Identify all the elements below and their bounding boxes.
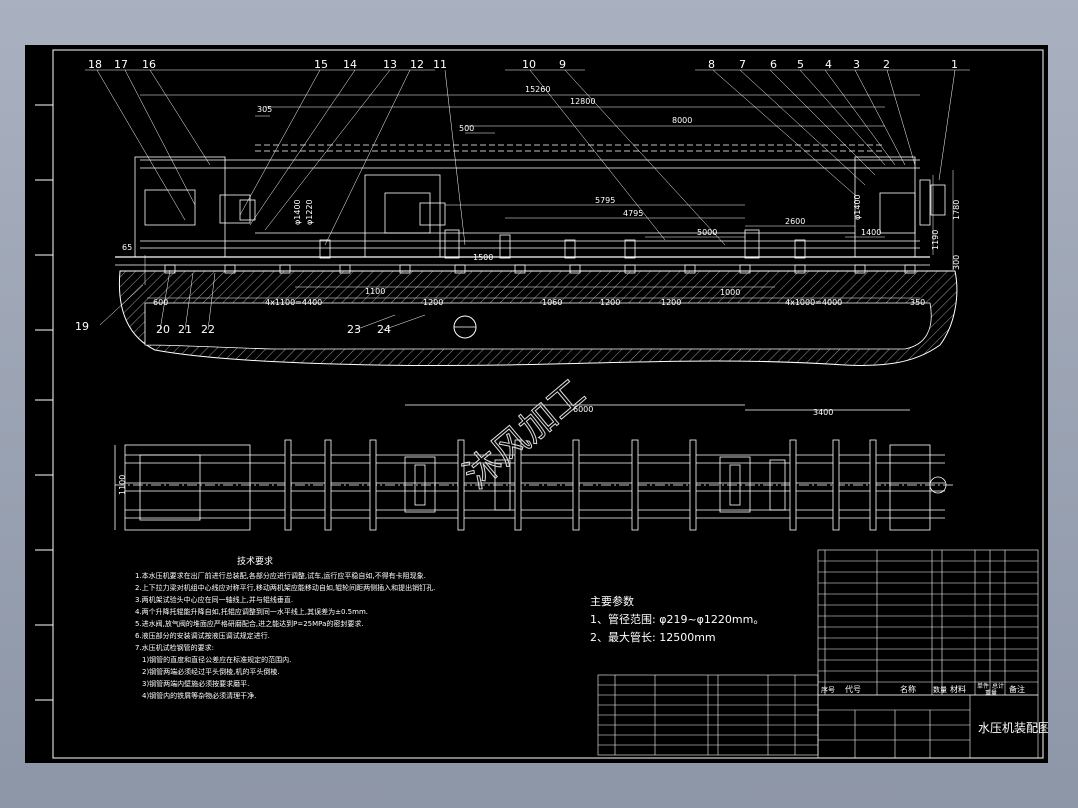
dim-5000: 5000 xyxy=(697,228,717,237)
dim-8000: 8000 xyxy=(672,116,692,125)
dim-1500: 1500 xyxy=(473,253,493,262)
sheet-border xyxy=(35,49,1044,759)
assembly-drawing: 15260 12800 8000 305 500 5795 4795 2600 … xyxy=(35,49,1050,759)
bom-header-material: 材料 xyxy=(950,684,966,694)
dim-65: 65 xyxy=(122,243,132,252)
balloon-12: 12 xyxy=(410,58,424,71)
tech-requirements: 技术要求 1.本水压机要求在出厂前进行总装配,各部分应进行调整,试车,运行应平稳… xyxy=(135,555,435,700)
balloon-5: 5 xyxy=(797,58,804,71)
tech-line-2: 2.上下拉力梁对机组中心线应对称平行,移动两机架应能移动自如,辊轮间距两侧插入和… xyxy=(135,583,435,592)
balloon-7: 7 xyxy=(739,58,746,71)
tech-line-7: 7.水压机试检钢管的要求: xyxy=(135,643,214,652)
dimension-texts: 15260 12800 8000 305 500 5795 4795 2600 … xyxy=(122,85,961,307)
dim-phi1400-right: φ1400 xyxy=(853,194,862,220)
tech-line-5: 5.进水阀,放气阀的堆面应严格研磨配合,进之能达到P=25MPa的密封要求. xyxy=(135,619,364,628)
dim-phi1400-left: φ1400 xyxy=(293,199,302,225)
balloon-2: 2 xyxy=(883,58,890,71)
dim-4x1100: 4x1100=4400 xyxy=(265,298,322,307)
bom-header-unit-weight: 单件 xyxy=(977,682,989,690)
dim-1060: 1060 xyxy=(542,298,562,307)
front-elevation xyxy=(115,144,946,274)
plan-posts xyxy=(284,439,877,531)
dim-1400: 1400 xyxy=(861,228,881,237)
tech-heading: 技术要求 xyxy=(237,555,273,567)
tech-line-8: 1)钢管的直度和直径公差应在标准规定的范围内. xyxy=(142,655,291,664)
dim-6000: 6000 xyxy=(573,405,593,414)
drawing-title: 水压机装配图 xyxy=(978,721,1048,735)
balloon-18: 18 xyxy=(88,58,102,71)
dim-3400: 3400 xyxy=(813,408,833,417)
bom-table-left xyxy=(597,674,819,756)
balloon-11: 11 xyxy=(433,58,447,71)
bom-header-remark: 备注 xyxy=(1009,684,1025,694)
balloon-20: 20 xyxy=(156,323,170,336)
balloon-1: 1 xyxy=(951,58,958,71)
params-heading: 主要参数 xyxy=(590,594,634,608)
part-balloons: 1 2 3 4 5 6 7 8 10 9 11 12 13 14 15 16 1… xyxy=(75,58,970,336)
bom-header-qty: 数量 xyxy=(933,685,947,694)
balloon-10: 10 xyxy=(522,58,536,71)
balloon-21: 21 xyxy=(178,323,192,336)
balloon-3: 3 xyxy=(853,58,860,71)
bom-header-weight: 重量 xyxy=(985,689,997,697)
bom-header-name: 名称 xyxy=(900,684,916,694)
bom-header: 序号 代号 名称 数量 材料 单件 总计 重量 备注 xyxy=(821,682,1025,697)
tech-line-11: 4)钢管内的铁屑等杂物必须清理干净. xyxy=(142,691,256,700)
balloon-22: 22 xyxy=(201,323,215,336)
balloon-8: 8 xyxy=(708,58,715,71)
balloon-9: 9 xyxy=(559,58,566,71)
balloon-15: 15 xyxy=(314,58,328,71)
title-block xyxy=(817,694,1039,759)
tech-line-10: 3)钢管两端内壁施必须按要求磨平. xyxy=(142,679,249,688)
tech-line-3: 3.两机架试验头中心应在同一轴线上,并与辊线垂直. xyxy=(135,595,293,604)
drawing-sheet: 15260 12800 8000 305 500 5795 4795 2600 … xyxy=(25,45,1050,763)
bom-header-seq: 序号 xyxy=(821,685,835,694)
dim-2600: 2600 xyxy=(785,217,805,226)
balloon-14: 14 xyxy=(343,58,357,71)
dim-1100-plan: 1100 xyxy=(118,475,127,495)
dim-5795: 5795 xyxy=(595,196,615,205)
params-line-1: 1、管径范围: φ219~φ1220mm。 xyxy=(590,612,764,626)
dim-phi1220: φ1220 xyxy=(305,199,314,225)
balloon-4: 4 xyxy=(825,58,832,71)
dimension-lines xyxy=(140,94,954,299)
bom-table-right xyxy=(817,549,1039,696)
dim-1190: 1190 xyxy=(931,230,940,250)
bom-header-total-weight: 总计 xyxy=(992,682,1004,690)
main-parameters: 主要参数 1、管径范围: φ219~φ1220mm。 2、最大管长: 12500… xyxy=(590,594,764,644)
balloon-6: 6 xyxy=(770,58,777,71)
bom-header-code: 代号 xyxy=(845,684,861,694)
plan-view xyxy=(114,404,955,531)
dim-1780: 1780 xyxy=(952,200,961,220)
tech-line-1: 1.本水压机要求在出厂前进行总装配,各部分应进行调整,试车,运行应平稳自如,不得… xyxy=(135,571,426,580)
foundation xyxy=(118,270,958,366)
dim-500: 500 xyxy=(459,124,474,133)
dim-4795: 4795 xyxy=(623,209,643,218)
dim-600: 600 xyxy=(153,298,168,307)
tech-line-6: 6.液压部分的安装调试按液压调试规定进行. xyxy=(135,631,270,640)
dim-15260: 15260 xyxy=(525,85,550,94)
balloon-13: 13 xyxy=(383,58,397,71)
balloon-17: 17 xyxy=(114,58,128,71)
dim-4x1000: 4x1000=4000 xyxy=(785,298,842,307)
dim-1100: 1100 xyxy=(365,287,385,296)
dim-1200-b: 1200 xyxy=(600,298,620,307)
tech-line-4: 4.两个升降托辊能升降自如,托辊应调整到同一水平线上,其误差为±0.5mm. xyxy=(135,607,368,616)
dim-1000: 1000 xyxy=(720,288,740,297)
dim-305: 305 xyxy=(257,105,272,114)
dim-1200-c: 1200 xyxy=(661,298,681,307)
balloon-19: 19 xyxy=(75,320,89,333)
balloon-23: 23 xyxy=(347,323,361,336)
balloon-16: 16 xyxy=(142,58,156,71)
tech-line-9: 2)钢管两端必须经过平头倒棱,机的平头倒棱. xyxy=(142,667,280,676)
dim-1200-a: 1200 xyxy=(423,298,443,307)
params-line-2: 2、最大管长: 12500mm xyxy=(590,630,716,644)
dim-300: 300 xyxy=(952,255,961,270)
balloon-24: 24 xyxy=(377,323,391,336)
dim-350: 350 xyxy=(910,298,925,307)
dim-12800: 12800 xyxy=(570,97,595,106)
